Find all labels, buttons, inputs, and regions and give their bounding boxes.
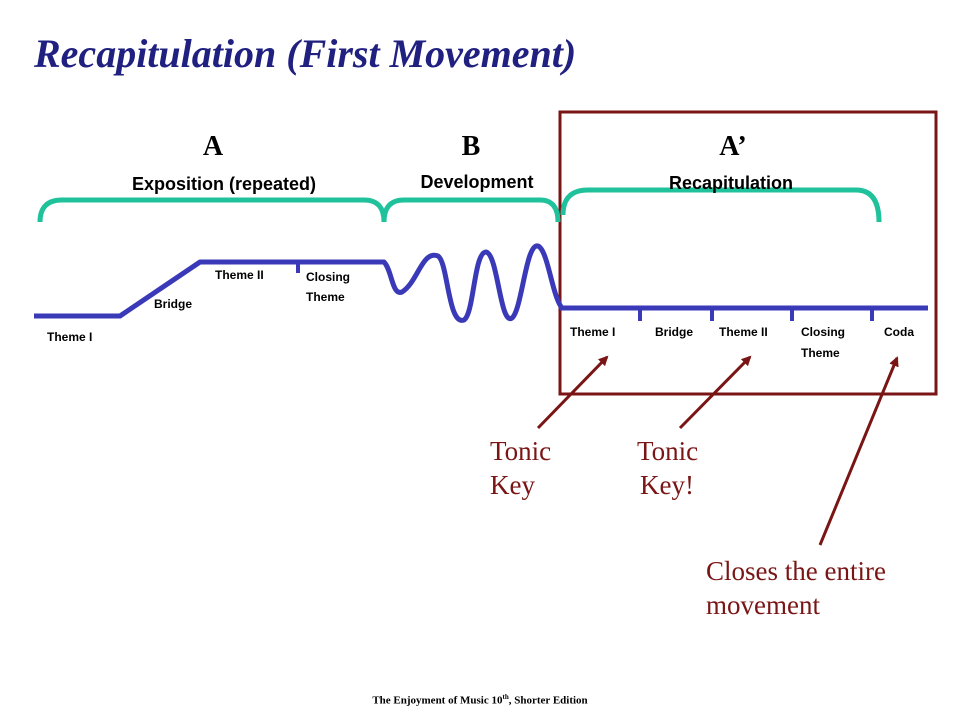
recap-label-theme1: Theme I: [570, 325, 615, 339]
note-tonic-key-1-line2: Key: [490, 470, 535, 500]
development-wave: [381, 243, 565, 323]
footer-text: The Enjoyment of Music 10: [372, 694, 503, 707]
expo-label-theme2: Theme II: [215, 268, 264, 282]
recap-label-bridge: Bridge: [655, 325, 693, 339]
section-name-recapitulation: Recapitulation: [669, 173, 793, 193]
section-letter-a: A: [203, 131, 224, 162]
arrow-closes-coda: [818, 356, 899, 546]
exposition-brace: [37, 197, 387, 223]
section-name-exposition: Exposition (repeated): [132, 174, 316, 194]
expo-label-bridge: Bridge: [154, 297, 192, 311]
footer-sup: th: [502, 693, 509, 701]
recap-label-theme2: Theme II: [719, 325, 768, 339]
expo-label-closing-theme: Theme: [306, 290, 345, 304]
recapitulation-box: [558, 110, 938, 396]
section-name-development: Development: [420, 172, 533, 192]
note-tonic-key-2-line1: Tonic: [637, 436, 698, 466]
page-title: Recapitulation (First Movement): [34, 31, 577, 76]
note-tonic-key-2-line2: Key!: [640, 470, 694, 500]
recap-label-closing: Closing: [801, 325, 845, 339]
recap-label-coda: Coda: [884, 325, 914, 339]
footer-tail: , Shorter Edition: [508, 694, 588, 707]
expo-label-theme1: Theme I: [47, 330, 92, 344]
section-letter-a-prime: A’: [719, 131, 746, 162]
footer-citation: The Enjoyment of Music 10th, Shorter Edi…: [0, 693, 960, 707]
development-brace: [381, 197, 561, 223]
note-closes-line2: movement: [706, 590, 820, 620]
recap-label-closing-theme: Theme: [801, 346, 840, 360]
exposition-line: [34, 259, 384, 319]
recapitulation-brace: [560, 187, 882, 223]
arrow-tonic-theme2: [678, 355, 752, 430]
section-letter-b: B: [462, 131, 481, 162]
expo-label-closing: Closing: [306, 270, 350, 284]
arrow-tonic-theme1: [536, 355, 609, 430]
note-tonic-key-1-line1: Tonic: [490, 436, 551, 466]
note-closes-line1: Closes the entire: [706, 556, 886, 586]
